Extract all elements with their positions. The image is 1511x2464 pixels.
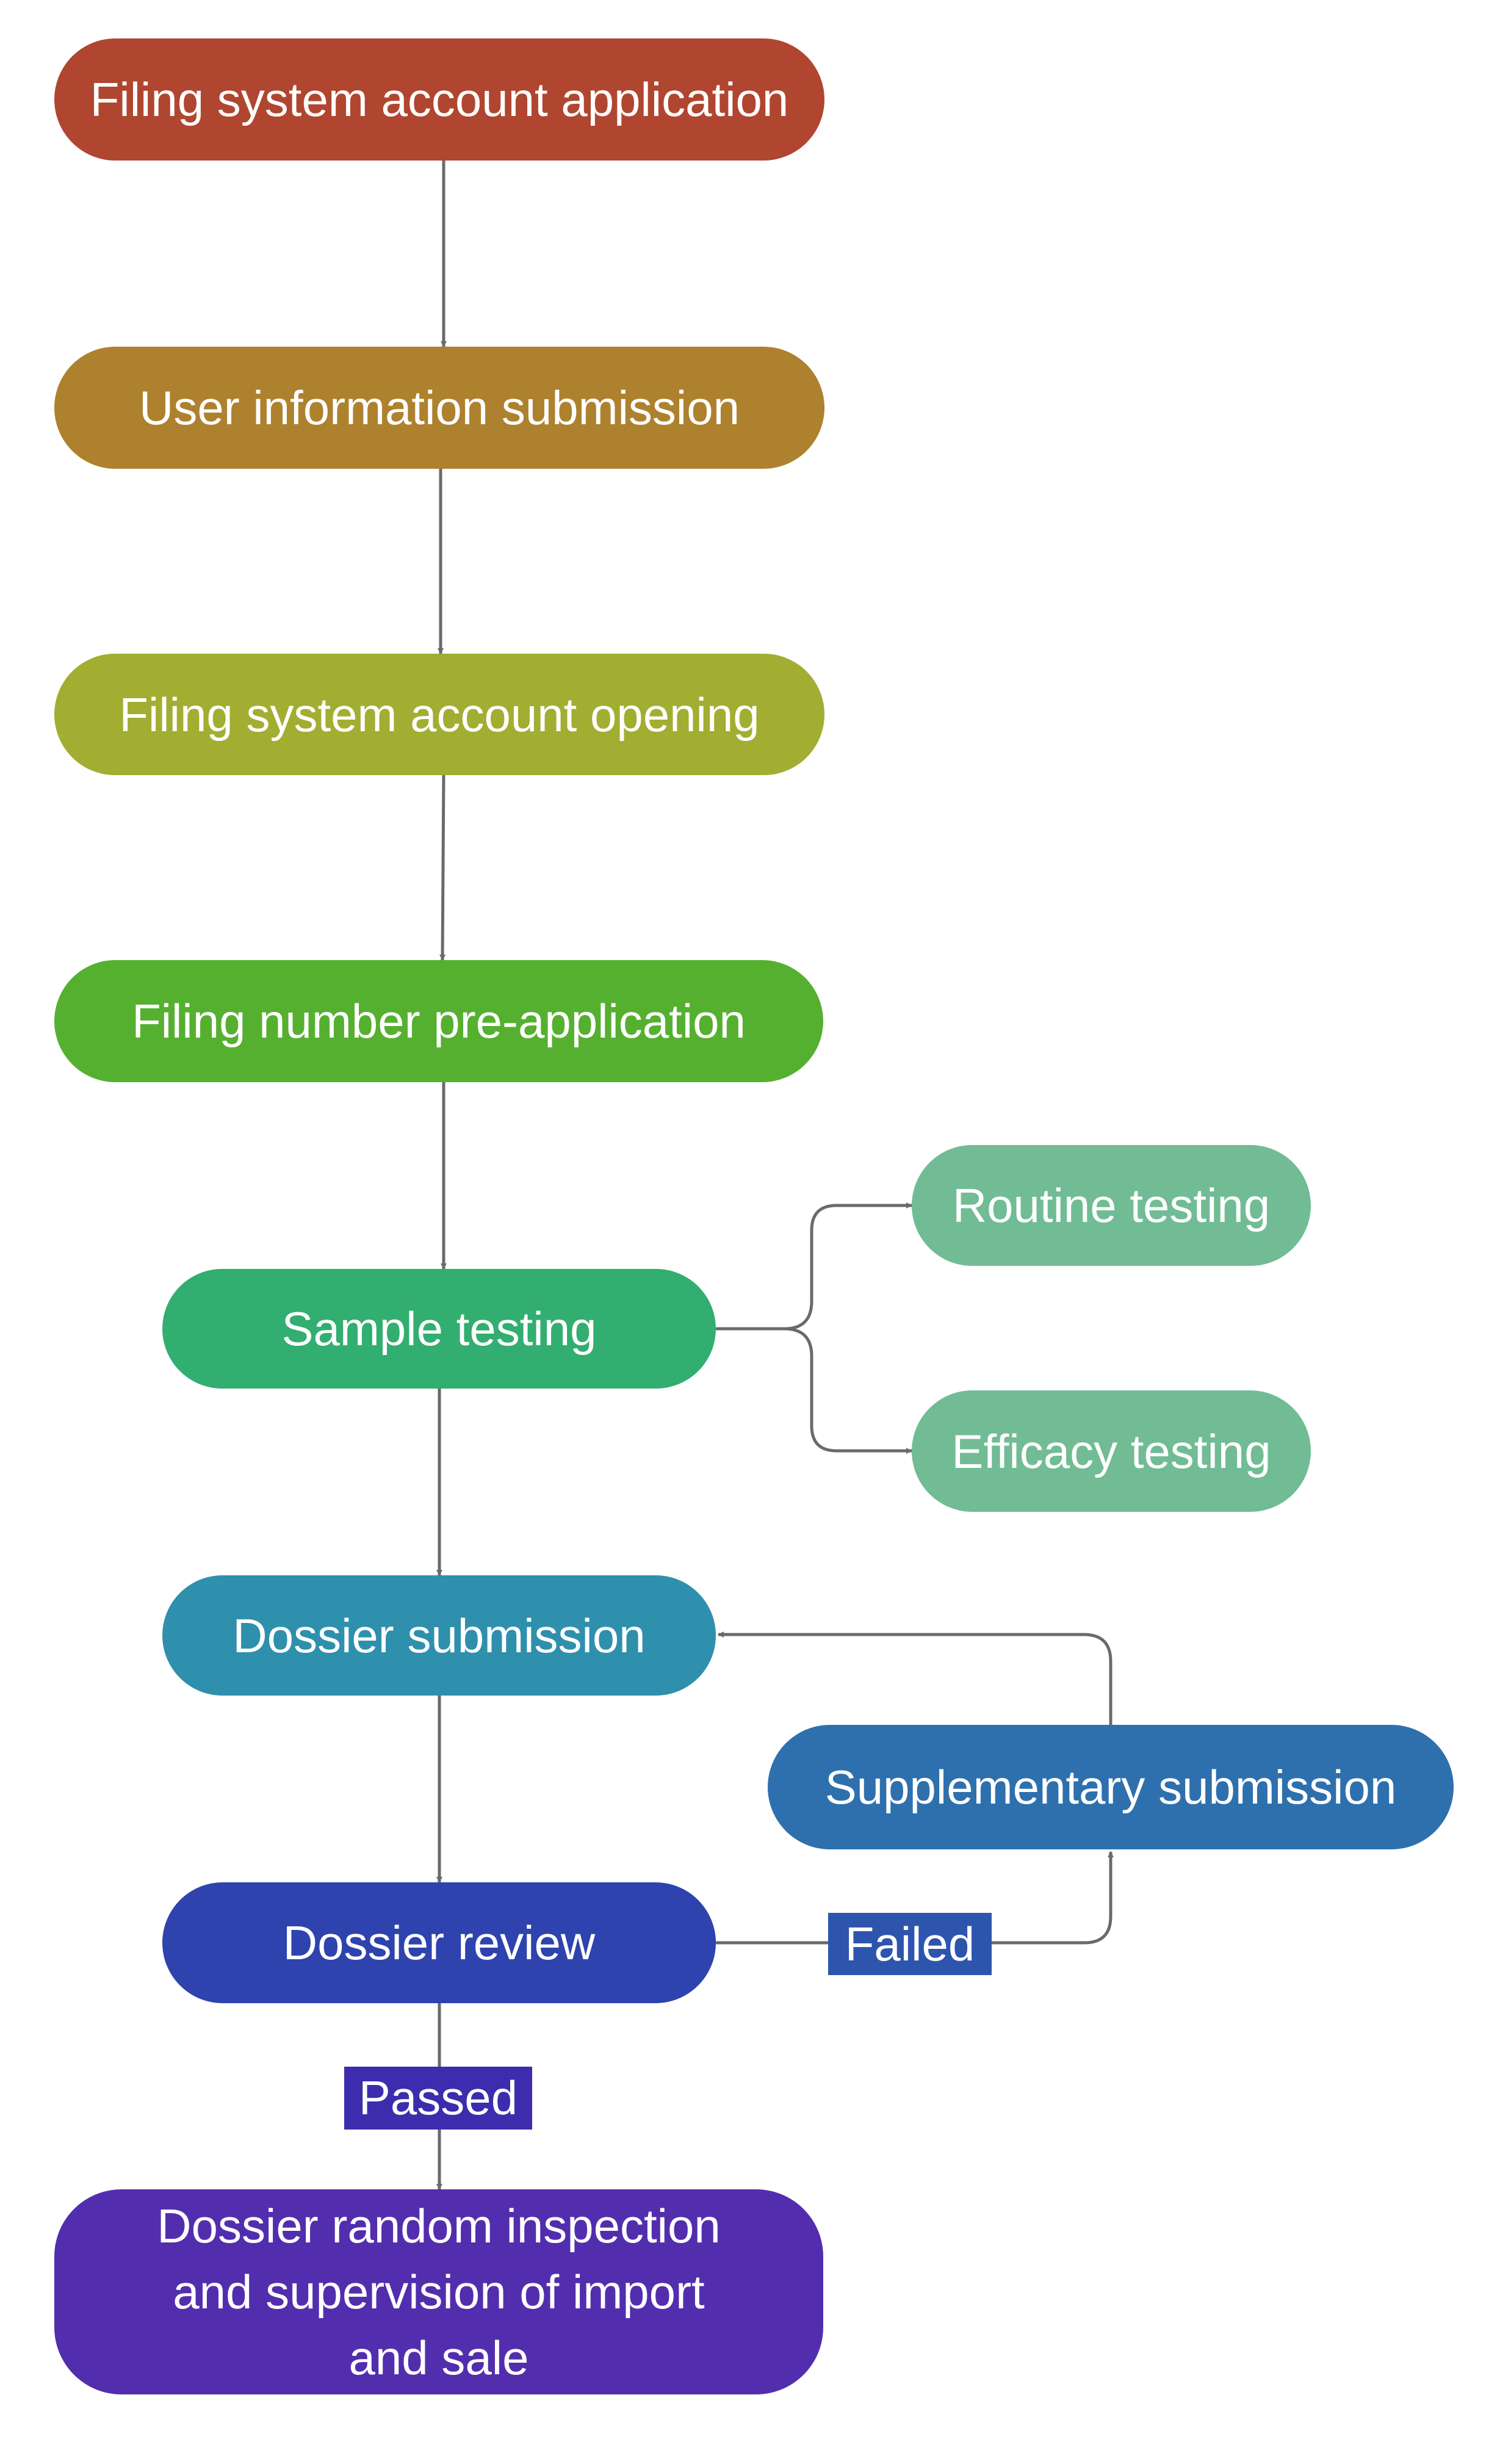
arrow-sample-to-routine-testing [716,1202,912,1331]
edge-label-text: Passed [358,2071,518,2125]
node-label: User information submission [139,381,740,435]
node-supplementary-submission: Supplementary submission [768,1725,1454,1849]
node-dossier-submission: Dossier submission [162,1575,716,1696]
node-label: Dossier review [283,1916,596,1970]
node-dossier-review: Dossier review [162,1882,716,2003]
node-dossier-random-inspection: Dossier random inspection and supervisio… [54,2189,823,2394]
arrow-review-to-supplementary [716,1851,1114,1945]
node-label: Filing number pre-application [132,994,746,1048]
node-sample-testing: Sample testing [162,1269,716,1389]
node-label: Filing system account application [90,73,789,126]
node-label: Supplementary submission [824,1760,1397,1814]
arrow-sample-to-efficacy-testing [716,1327,912,1454]
arrow-account-opening-to-preapplication [439,775,446,961]
node-user-information-submission: User information submission [54,347,824,469]
node-filing-system-account-opening: Filing system account opening [54,654,824,775]
node-label: Sample testing [281,1302,597,1356]
node-label: Routine testing [952,1179,1271,1232]
node-label: Filing system account opening [119,687,760,742]
node-label: Dossier submission [233,1608,646,1663]
edge-label-failed: Failed [828,1913,992,1975]
node-filing-system-account-application: Filing system account application [54,38,824,161]
edge-label-passed: Passed [344,2067,532,2130]
node-routine-testing: Routine testing [912,1145,1311,1266]
node-label: Efficacy testing [951,1424,1271,1478]
node-label: Dossier random inspection and supervisio… [157,2199,721,2385]
arrow-supplementary-to-dossier-submission [718,1631,1113,1725]
edge-label-text: Failed [845,1917,975,1971]
node-filing-number-pre-application: Filing number pre-application [54,960,823,1082]
node-efficacy-testing: Efficacy testing [912,1390,1311,1512]
